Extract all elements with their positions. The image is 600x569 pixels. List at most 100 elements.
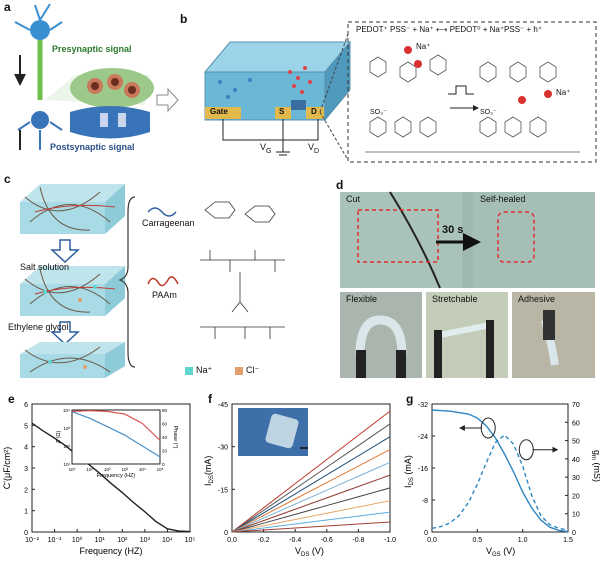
y-right-tick-label: 10	[572, 512, 580, 519]
output-curve-1	[231, 423, 391, 533]
y-left-axis-label: IDS (mA)	[403, 455, 415, 488]
inset-yl-axis-label: Z (Ω)	[56, 431, 62, 444]
inset-x-tick-label: 10³	[122, 467, 129, 472]
x-tick-label: -0.2	[258, 537, 270, 544]
output-curve-8	[231, 511, 391, 533]
na-label-1: Na⁺	[416, 42, 431, 51]
panel-d: d Cut Self-healed 30 s Flexible Stretcha…	[330, 178, 600, 380]
panel-a: a Presynaptic signal Postsynaptic signal	[0, 0, 180, 160]
x-tick-label: 1.5	[563, 537, 573, 544]
output-curve-7	[231, 500, 391, 533]
y-left-tick-label: 0	[424, 530, 428, 537]
time-label: 30 s	[442, 224, 464, 236]
flexible-label: Flexible	[346, 294, 378, 304]
hydrogel-network-illustration	[20, 184, 285, 378]
x-tick-label: 10²	[117, 537, 128, 544]
output-curve-6	[231, 487, 391, 533]
self-healed-label: Self-healed	[480, 194, 526, 204]
panel-label-g: g	[406, 392, 414, 406]
x-tick-label: -0.4	[289, 537, 301, 544]
x-tick-label: 1.0	[518, 537, 528, 544]
x-tick-label: 0.0	[427, 537, 437, 544]
x-tick-label: 10⁰	[72, 536, 83, 544]
x-tick-label: 10⁵	[185, 537, 196, 544]
panel-c: c	[0, 172, 300, 382]
x-axis-label: Frequency (HZ)	[79, 546, 142, 556]
panel-label-f: f	[208, 392, 212, 406]
y-left-tick-label: -16	[418, 466, 428, 473]
x-tick-label: -0.8	[352, 537, 364, 544]
inset-frame	[71, 409, 161, 465]
inset-z-line	[71, 411, 161, 458]
legend-na-label: Na⁺	[196, 365, 213, 375]
inset-x-axis-label: Frequency (HZ)	[97, 473, 136, 479]
y-left-tick-label: -24	[418, 434, 428, 441]
carrageenan-label: Carrageenan	[142, 218, 195, 228]
output-curve-5	[231, 474, 391, 533]
inset-yr-tick-label: 60	[162, 422, 168, 427]
x-axis-label: VGS (V)	[486, 546, 515, 558]
panel-label-c: c	[4, 172, 11, 186]
y-tick-label: 4	[24, 445, 28, 452]
x-tick-label: 10⁻²	[25, 537, 39, 544]
y-right-tick-label: 70	[572, 402, 580, 409]
y-right-tick-label: 40	[572, 457, 580, 464]
so3-label-2: SO₃⁻	[480, 109, 497, 116]
device-schematic	[203, 21, 597, 163]
plot-frame	[231, 403, 391, 533]
y-right-tick-label: 50	[572, 439, 580, 446]
x-tick-label: -0.6	[321, 537, 333, 544]
x-tick-label: 10⁻¹	[48, 537, 62, 544]
legend-cl-label: Cl⁻	[246, 365, 260, 375]
so3-label-1: SO₃⁻	[370, 109, 387, 116]
gate-label: Gate	[210, 107, 228, 116]
y-left-tick-label: -8	[422, 498, 428, 505]
adhesive-label: Adhesive	[518, 294, 556, 304]
inset-yr-tick-label: 40	[162, 435, 168, 440]
y-right-tick-label: 60	[572, 420, 580, 427]
salt-solution-label: Salt solution	[20, 262, 70, 272]
y-right-tick-label: 20	[572, 493, 580, 500]
y-axis-label: IDS(mA)	[203, 456, 215, 486]
inset-yl-tick-label: 10²	[63, 444, 70, 449]
inset-x-tick-label: 10²	[104, 467, 111, 472]
y-tick-label: -15	[218, 487, 228, 494]
inset-x-tick-label: 10⁴	[139, 467, 146, 472]
inset-x-tick-label: 10⁵	[157, 467, 164, 472]
gm-annotation-ellipse	[518, 439, 534, 461]
cut-label: Cut	[346, 194, 361, 204]
gel-block-3	[20, 342, 125, 378]
neuron-synapse-illustration	[14, 3, 179, 150]
output-curve-4	[231, 461, 391, 533]
y-left-tick-label: -32	[418, 402, 428, 409]
panel-label-e: e	[8, 392, 15, 406]
inset-yl-tick-label: 10⁴	[63, 408, 70, 413]
presynaptic-label: Presynaptic signal	[52, 44, 132, 54]
inset-x-tick-label: 10¹	[86, 467, 93, 472]
panel-b: b	[180, 12, 600, 167]
x-tick-label: 10¹	[95, 537, 106, 544]
x-axis-label: VDS (V)	[295, 546, 324, 558]
x-tick-label: 0.0	[227, 537, 237, 544]
transfer-gm-line	[431, 434, 569, 531]
inset-yl-tick-label: 10³	[63, 426, 70, 431]
reaction-equation: PEDOT⁺ PSS⁻ + Na⁺ ⟷ PEDOT⁰ + Na⁺PSS⁻ + h…	[356, 25, 543, 34]
gel-block-1	[20, 184, 125, 234]
hydrogel-photos	[340, 191, 595, 378]
x-tick-label: 0.5	[472, 537, 482, 544]
ethylene-glycol-label: Ethylene glycol	[8, 322, 69, 332]
output-curve-2	[231, 436, 391, 533]
inset-yr-tick-label: 80	[162, 408, 168, 413]
paam-label: PAAm	[152, 290, 177, 300]
y-right-tick-label: 30	[572, 475, 580, 482]
y-tick-label: 0	[24, 530, 28, 537]
drain-label: D	[311, 107, 317, 116]
postsynaptic-label: Postsynaptic signal	[50, 142, 135, 152]
capacitance-line	[31, 422, 191, 533]
panel-label-d: d	[336, 178, 344, 192]
y-tick-label: 2	[24, 487, 28, 494]
